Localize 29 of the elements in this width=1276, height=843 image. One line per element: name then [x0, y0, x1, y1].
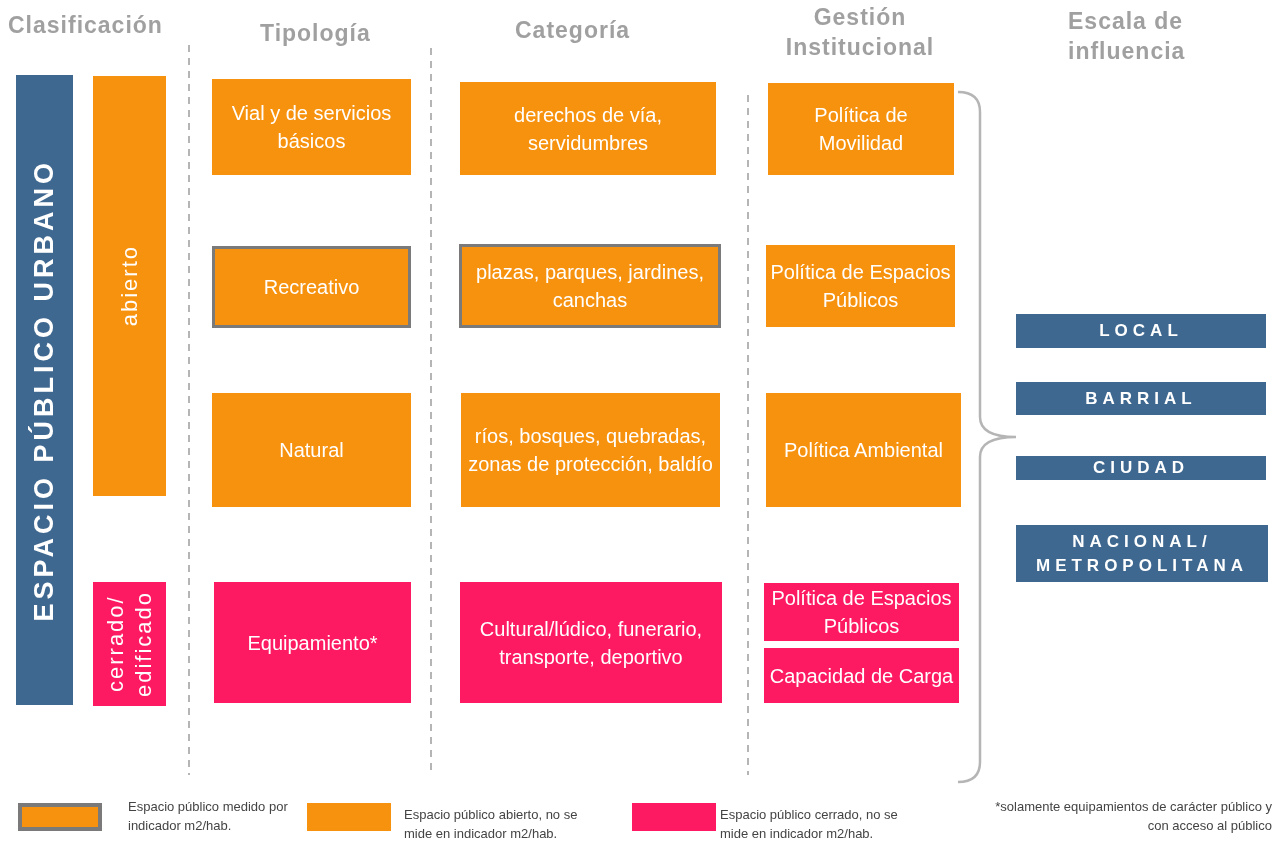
category-box: Cultural/lúdico, funerario, transporte, deportivo [460, 582, 722, 703]
category-box: Política Ambiental [766, 393, 961, 507]
classification-bar: ESPACIO PÚBLICO URBANO [16, 75, 73, 705]
column-heading: Tipología [260, 19, 372, 48]
category-box: Capacidad de Carga [764, 648, 959, 703]
column-heading: Escala de influencia [1068, 7, 1187, 66]
category-box: plazas, parques, jardines, canchas [459, 244, 721, 328]
scale-bar: BARRIAL [1016, 382, 1266, 415]
legend-text: Espacio público abierto, no se mide en indicador m2/hab. [404, 806, 579, 843]
legend-text: Espacio público medido por indicador m2/hab. [128, 798, 289, 835]
category-box: Equipamiento* [214, 582, 411, 703]
category-box: Natural [212, 393, 411, 507]
category-box: Política de Movilidad [768, 83, 954, 175]
scale-bar: NACIONAL/ METROPOLITANA [1016, 525, 1268, 582]
category-box: derechos de vía, servidumbres [460, 82, 716, 175]
category-box: Recreativo [212, 246, 411, 328]
column-heading: Categoría [515, 16, 632, 45]
category-box: Vial y de servicios básicos [212, 79, 411, 175]
scale-bar: CIUDAD [1016, 456, 1266, 480]
category-box: Política de Espacios Públicos [764, 583, 959, 641]
scale-bar: LOCAL [1016, 314, 1266, 348]
footnote: *solamente equipamientos de carácter público y con acceso al público [994, 798, 1272, 835]
column-heading: Clasificación [8, 11, 164, 40]
classification-bar: cerrado/ edificado [93, 582, 166, 706]
category-box: ríos, bosques, quebradas, zonas de protección, baldío [461, 393, 720, 507]
classification-bar: abierto [93, 76, 166, 496]
category-box: Política de Espacios Públicos [766, 245, 955, 327]
legend-text: Espacio público cerrado, no se mide en indicador m2/hab. [720, 806, 899, 843]
column-heading: Gestión Institucional [784, 3, 936, 62]
